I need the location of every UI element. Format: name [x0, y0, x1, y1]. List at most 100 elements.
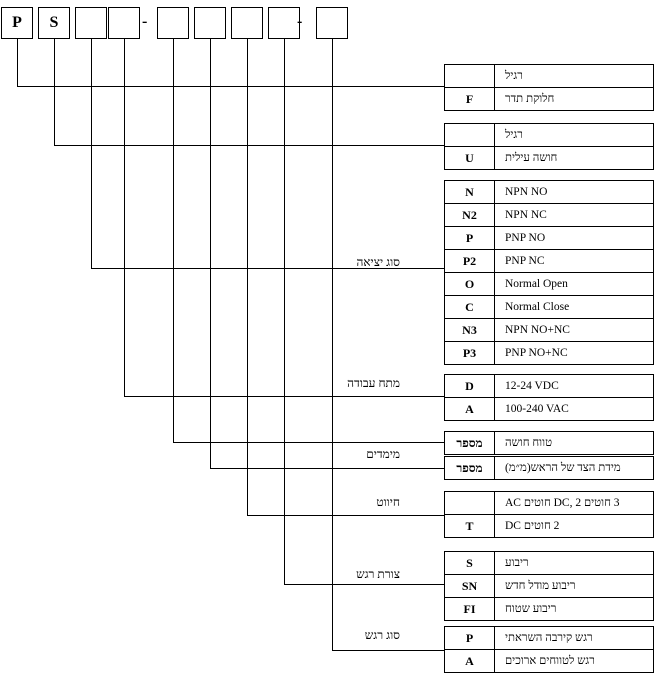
connector-vertical	[210, 39, 211, 468]
option-code: מספר	[445, 432, 495, 454]
option-code: N	[445, 181, 495, 203]
option-row: P3 PNP NO+NC	[445, 341, 653, 364]
option-row: רגיל	[445, 65, 653, 87]
option-row: F חלוקת תדר	[445, 87, 653, 110]
option-description: 3 חוטים DC, 2 חוטים AC	[505, 497, 620, 509]
connector-vertical	[247, 39, 248, 515]
option-row: S ריבוע	[445, 552, 653, 574]
connector-vertical	[332, 39, 333, 650]
connector-horizontal	[210, 468, 444, 469]
option-code: SN	[445, 575, 495, 597]
option-code: D	[445, 375, 495, 397]
option-code: P3	[445, 342, 495, 364]
option-description: NPN NO	[505, 186, 548, 198]
option-row: A 100-240 VAC	[445, 397, 653, 420]
option-row: P רגש קירבה השראתי	[445, 627, 653, 649]
option-description: רגיל	[505, 129, 523, 141]
connector-horizontal	[91, 268, 444, 269]
option-description: 12-24 VDC	[505, 380, 559, 392]
connector-horizontal	[17, 86, 444, 87]
option-row: 3 חוטים DC, 2 חוטים AC	[445, 492, 653, 514]
connector-horizontal	[54, 145, 444, 146]
option-code: N2	[445, 204, 495, 226]
option-row: T 2 חוטים DC	[445, 514, 653, 537]
option-code: P	[445, 627, 495, 649]
option-table: מספר טווח חושה	[444, 431, 654, 455]
option-row: D 12-24 VDC	[445, 375, 653, 397]
group-label: מתח עבודה	[347, 376, 400, 390]
connector-vertical	[54, 39, 55, 145]
code-position-box: S	[38, 7, 70, 39]
option-row: P PNP NO	[445, 226, 653, 249]
option-description: ריבוע שטוח	[505, 603, 557, 615]
option-code	[445, 492, 495, 514]
option-description: רגש לטווחים ארוכים	[505, 655, 595, 667]
option-code: N3	[445, 319, 495, 341]
code-position-box	[75, 7, 107, 39]
option-row: רגיל	[445, 124, 653, 146]
connector-horizontal	[332, 650, 444, 651]
group-label: סוג יציאה	[356, 255, 400, 269]
option-code: F	[445, 88, 495, 110]
group-label: צורת רגש	[356, 567, 400, 581]
option-row: מספר טווח חושה	[445, 432, 653, 454]
option-description: ריבוע מודל חדש	[505, 580, 576, 592]
option-description: טווח חושה	[505, 437, 553, 449]
code-position-box	[268, 7, 300, 39]
option-code	[445, 65, 495, 87]
option-row: N3 NPN NO+NC	[445, 318, 653, 341]
connector-horizontal	[247, 515, 444, 516]
option-description: רגש קירבה השראתי	[505, 632, 593, 644]
group-label: מימדים	[366, 447, 400, 461]
code-position-box	[157, 7, 189, 39]
option-description: מידת הצד של הראש(מ״מ)	[505, 462, 621, 474]
option-description: PNP NO	[505, 232, 546, 244]
option-row: N NPN NO	[445, 181, 653, 203]
option-code: FI	[445, 598, 495, 620]
connector-horizontal	[173, 442, 444, 443]
option-code	[445, 124, 495, 146]
option-description: 2 חוטים DC	[505, 520, 560, 532]
option-code: C	[445, 296, 495, 318]
option-description: NPN NC	[505, 209, 547, 221]
option-row: P2 PNP NC	[445, 249, 653, 272]
option-description: PNP NO+NC	[505, 347, 568, 359]
option-row: C Normal Close	[445, 295, 653, 318]
option-description: רגיל	[505, 70, 523, 82]
option-code: P	[445, 227, 495, 249]
code-position-box	[316, 7, 348, 39]
option-code: A	[445, 398, 495, 420]
option-description: ריבוע	[505, 557, 529, 569]
code-position-box: P	[1, 7, 33, 39]
option-description: חושה עילית	[505, 152, 558, 164]
option-description: NPN NO+NC	[505, 324, 570, 336]
group-label: חיווט	[376, 495, 400, 509]
option-row: מספר מידת הצד של הראש(מ״מ)	[445, 457, 653, 479]
option-description: PNP NC	[505, 255, 545, 267]
connector-vertical	[284, 39, 285, 584]
option-row: SN ריבוע מודל חדש	[445, 574, 653, 597]
option-table: S ריבוע SN ריבוע מודל חדש FI ריבוע שטוח	[444, 551, 654, 621]
option-code: מספר	[445, 457, 495, 479]
connector-vertical	[17, 39, 18, 86]
code-position-box	[108, 7, 140, 39]
option-description: 100-240 VAC	[505, 403, 569, 415]
option-code: S	[445, 552, 495, 574]
option-code: P2	[445, 250, 495, 272]
option-table: 3 חוטים DC, 2 חוטים AC T 2 חוטים DC	[444, 491, 654, 538]
code-separator: -	[297, 13, 303, 30]
option-code: T	[445, 515, 495, 537]
option-table: רגיל F חלוקת תדר	[444, 64, 654, 111]
connector-vertical	[91, 39, 92, 268]
code-separator: -	[142, 13, 148, 30]
option-description: Normal Close	[505, 301, 570, 313]
connector-vertical	[124, 39, 125, 396]
group-label: סוג רגש	[364, 628, 400, 642]
code-position-box	[194, 7, 226, 39]
option-description: חלוקת תדר	[505, 93, 555, 105]
